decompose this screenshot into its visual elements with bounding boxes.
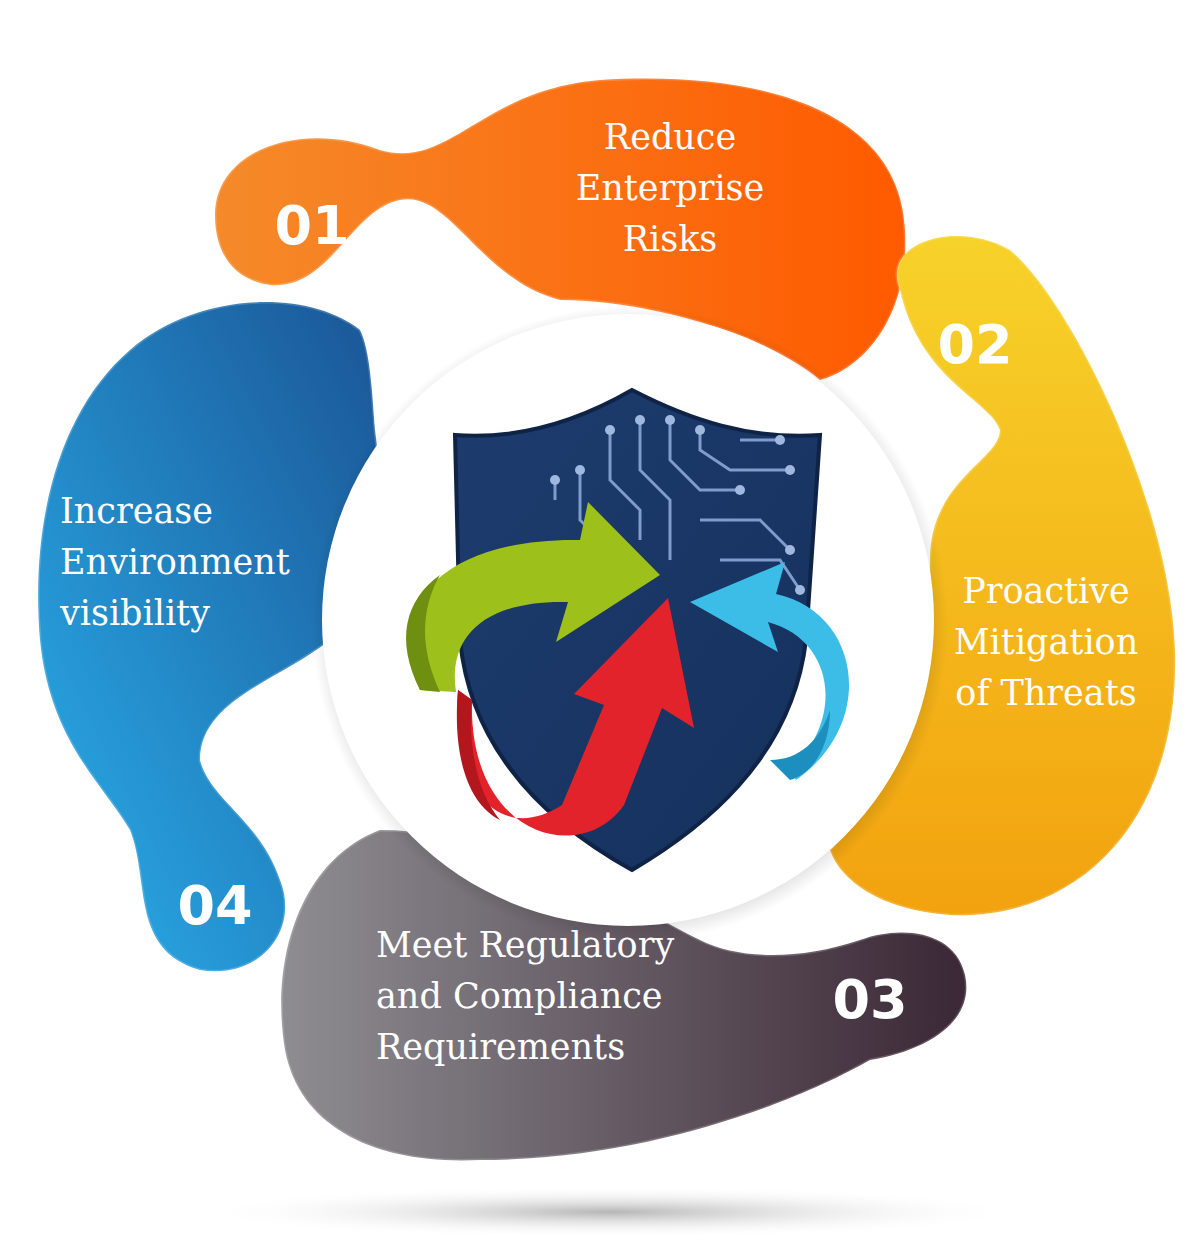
step-description: Increase Environment visibility — [60, 486, 322, 639]
swirl-petal: 02Proactive Mitigation of Threats — [820, 225, 1185, 930]
step-number: 03 — [810, 970, 930, 1030]
swirl-petal: 03 Meet Regulatory and Compliance Require… — [265, 820, 980, 1175]
swirl-petal: 04 Increase Environment visibility — [25, 280, 395, 985]
step-number: 02 — [915, 315, 1035, 375]
step-description: Reduce Enterprise Risks — [530, 112, 810, 265]
step-description: Meet Regulatory and Compliance Requireme… — [376, 920, 716, 1073]
step-description: Proactive Mitigation of Threats — [935, 566, 1157, 719]
step-number: 01 — [252, 196, 372, 256]
step-number: 04 — [155, 876, 275, 936]
